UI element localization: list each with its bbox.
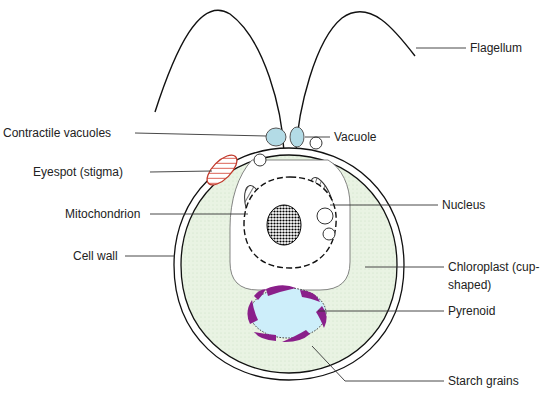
chloroplast: [181, 155, 397, 373]
part-label: Mitochondrion: [65, 205, 140, 223]
part-label: Cell wall: [73, 247, 118, 265]
vacuole: [310, 137, 322, 149]
nucleolus: [267, 205, 301, 245]
flagellum: [296, 12, 415, 152]
cytoplasm: [230, 160, 350, 290]
vacuole: [317, 208, 333, 224]
part-label: Contractile vacuoles: [3, 124, 111, 142]
part-label: Chloroplast (cup-shaped): [448, 258, 540, 294]
pyrenoid: [250, 288, 326, 338]
starch-grains: [247, 285, 326, 342]
contractile-vacuole: [266, 128, 286, 146]
part-label: Starch grains: [448, 372, 519, 390]
leader-lines: [125, 48, 466, 381]
cell-wall: [174, 148, 404, 380]
part-label: Flagellum: [470, 39, 522, 57]
flagellum: [155, 10, 284, 152]
vacuole: [254, 154, 266, 166]
eyespot: [202, 150, 242, 190]
part-label: Pyrenoid: [448, 302, 495, 320]
vacuole: [323, 228, 335, 240]
part-label: Eyespot (stigma): [33, 163, 123, 181]
part-label: Nucleus: [442, 196, 485, 214]
part-label: Vacuole: [334, 128, 376, 146]
contractile-vacuole: [290, 127, 304, 147]
nucleus: [244, 177, 336, 268]
